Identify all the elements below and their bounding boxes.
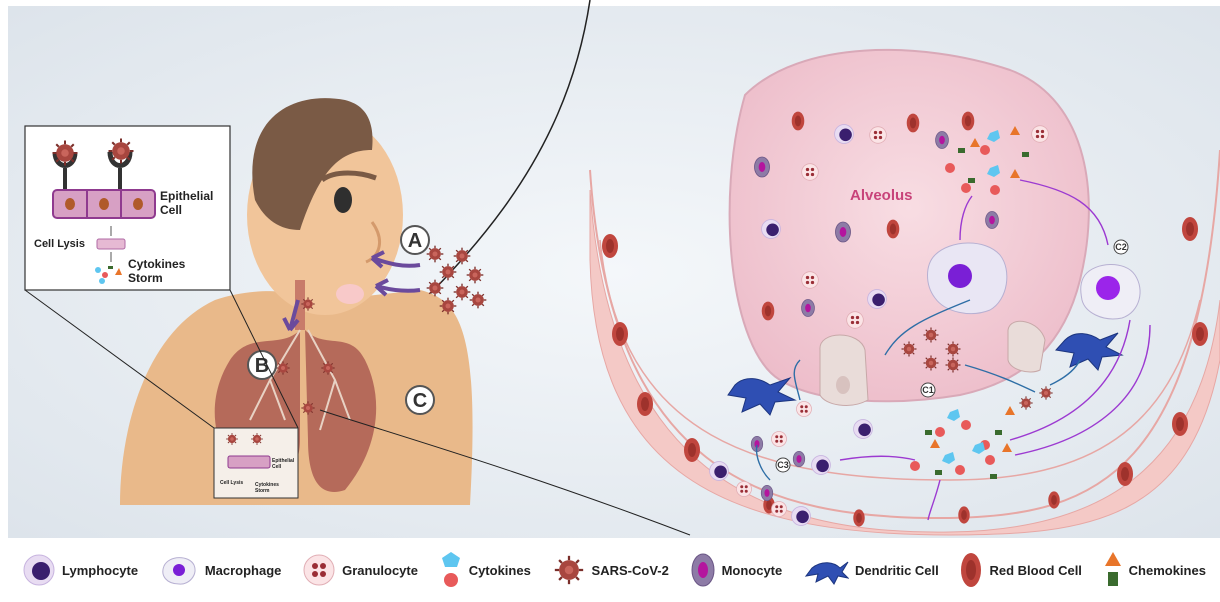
legend-label: Dendritic Cell — [855, 563, 939, 578]
legend-label: Granulocyte — [342, 563, 418, 578]
granulocyte-icon — [302, 553, 336, 587]
svg-text:Storm: Storm — [255, 488, 270, 494]
legend-label: Lymphocyte — [62, 563, 138, 578]
legend: Lymphocyte Macrophage Granulocyte Cytoki… — [0, 538, 1220, 602]
legend-label: Macrophage — [205, 563, 282, 578]
label-c3: C3 — [776, 458, 790, 472]
legend-label: SARS-CoV-2 — [592, 563, 669, 578]
legend-item-monocyte: Monocyte — [690, 552, 783, 588]
inset-panel-small: Epithelial Cell Cell Lysis Cytokines Sto… — [214, 428, 298, 498]
inset-panel: Epithelial Cell Cell Lysis Cytokines Sto… — [25, 126, 230, 290]
svg-text:C3: C3 — [777, 460, 789, 470]
lymphocyte-icon — [22, 553, 56, 587]
monocyte-icon — [690, 552, 716, 588]
svg-text:Cell: Cell — [272, 464, 282, 470]
marker-c: C — [406, 386, 434, 414]
svg-text:Epithelial: Epithelial — [160, 189, 213, 203]
legend-item-granulocyte: Granulocyte — [302, 553, 418, 587]
svg-text:Cell Lysis: Cell Lysis — [34, 238, 85, 250]
svg-text:Storm: Storm — [128, 271, 163, 285]
legend-label: Red Blood Cell — [989, 563, 1081, 578]
legend-item-lymphocyte: Lymphocyte — [22, 553, 138, 587]
svg-text:Cell Lysis: Cell Lysis — [220, 480, 243, 486]
svg-text:Cell: Cell — [160, 203, 182, 217]
legend-item-red-blood-cell: Red Blood Cell — [959, 551, 1081, 589]
svg-text:Alveolus: Alveolus — [850, 187, 913, 204]
label-c1: C1 — [921, 383, 935, 397]
svg-text:A: A — [408, 230, 422, 252]
chemokines-icon — [1103, 550, 1123, 590]
label-c2: C2 — [1114, 240, 1128, 254]
legend-item-macrophage: Macrophage — [159, 553, 282, 587]
illustration: A B C Epithelial Cell Cell Lysis — [0, 0, 1220, 538]
legend-label: Cytokines — [469, 563, 531, 578]
legend-item-sars-cov-2: SARS-CoV-2 — [552, 553, 669, 587]
marker-a: A — [401, 226, 429, 254]
legend-item-chemokines: Chemokines — [1103, 550, 1206, 590]
svg-text:C2: C2 — [1115, 242, 1127, 252]
legend-item-cytokines: Cytokines — [439, 550, 531, 590]
svg-text:Cytokines: Cytokines — [128, 257, 186, 271]
macrophage-icon — [159, 553, 199, 587]
red-blood-cell-icon — [959, 551, 983, 589]
legend-label: Monocyte — [722, 563, 783, 578]
legend-item-dendritic-cell: Dendritic Cell — [803, 553, 939, 587]
svg-text:C1: C1 — [922, 385, 934, 395]
svg-text:C: C — [413, 390, 427, 412]
dendritic-cell-icon — [803, 553, 849, 587]
sars-cov-2-icon — [552, 553, 586, 587]
cytokines-icon — [439, 550, 463, 590]
legend-label: Chemokines — [1129, 563, 1206, 578]
